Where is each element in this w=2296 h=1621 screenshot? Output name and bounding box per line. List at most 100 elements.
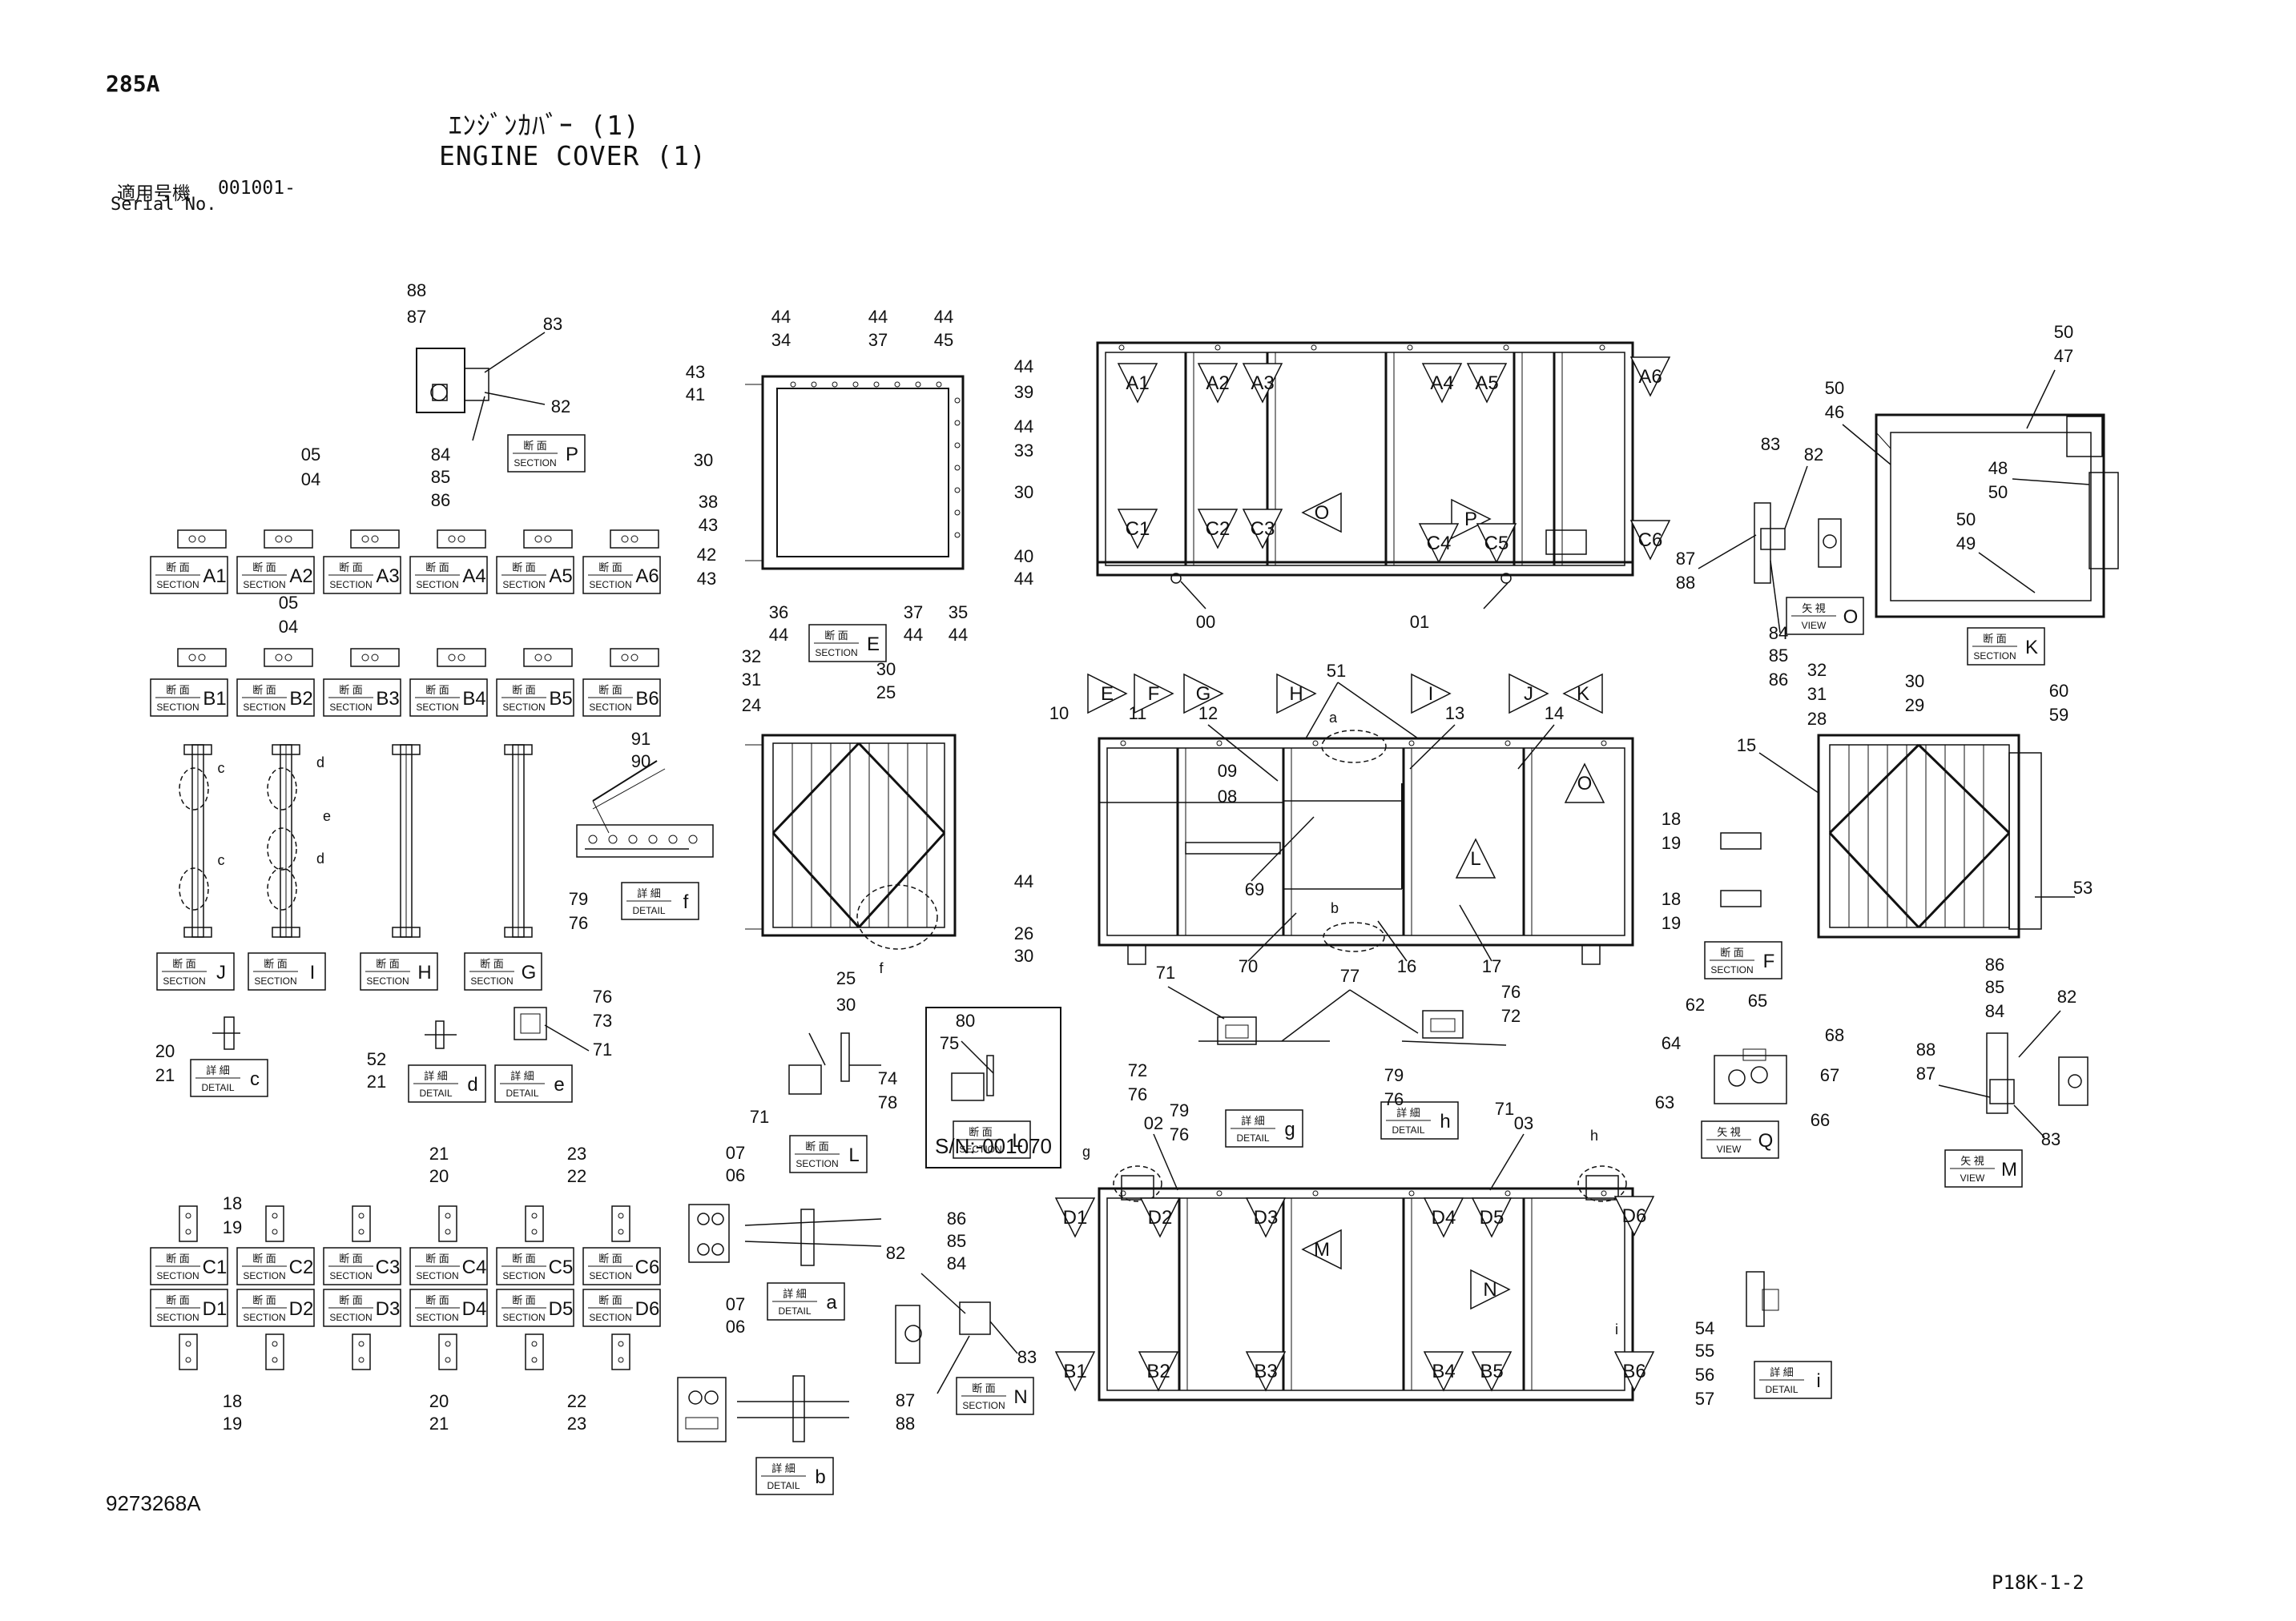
section-tag-kind: DETAIL [632,905,665,916]
part-callout: 70 [1239,956,1258,976]
view-marker-label: E [1101,683,1114,705]
drawing-line [484,392,546,405]
drawing-rect [264,648,313,667]
drawing-circle [358,1357,365,1363]
section-tag-letter: N [1013,1386,1027,1408]
part-callout: 18 [1662,809,1681,829]
view-marker: P [1451,498,1492,540]
drawing-rect [504,744,533,755]
part-callout: 80 [956,1011,975,1031]
drawing-rect [265,1205,284,1242]
part-callout: 71 [1495,1099,1514,1119]
view-marker: D2 [1139,1197,1181,1238]
drawing-circle [915,381,921,388]
drawing-rect [610,529,659,549]
drawing-number: 9273268A [106,1491,201,1515]
section-tag-jp: 断 面 [598,561,622,573]
detail-reference: d [316,754,324,770]
view-marker-arrow [1423,1197,1464,1238]
drawing-circle [445,1229,451,1235]
section-tag-kind: SECTION [502,579,545,590]
drawing-circle [272,1229,278,1235]
section-tag-jp: 断 面 [512,684,536,696]
part-callout: 82 [2057,987,2076,1007]
drawing-line [1842,424,1891,465]
drawing-circle [198,654,206,662]
drawing-circle [531,1341,538,1347]
part-callout: 85 [947,1231,966,1251]
view-marker: A3 [1242,363,1283,404]
view-marker-arrow [1613,1351,1655,1392]
part-callout: 49 [1956,533,1976,553]
drawing-rect [1185,842,1281,855]
drawing-circle [648,835,658,844]
drawing-circle [618,1357,624,1363]
section-tag-letter: A3 [376,565,399,587]
part-callout: 52 [367,1049,386,1069]
drawing-rect [688,1204,730,1263]
part-callout: 88 [407,280,426,300]
part-callout: 15 [1737,735,1756,755]
view-marker-label: I [1428,683,1434,705]
section-tag-kind: SECTION [416,1270,458,1281]
section-tag-jp: 詳 細 [771,1462,796,1474]
section-tag-jp: 断 面 [252,1253,276,1265]
part-callout: 06 [726,1165,745,1185]
section-tag-frame [464,952,542,991]
part-callout: 71 [750,1107,769,1127]
section-tag-jp: 断 面 [523,440,547,452]
drawing-line [771,742,860,835]
view-marker-label: A3 [1251,372,1274,394]
view-marker-label: N [1483,1279,1496,1301]
part-callout: 22 [567,1166,586,1186]
drawing-rect [2066,416,2103,457]
section-tag-letter: e [554,1074,564,1096]
section-tag-jp: 断 面 [339,561,363,573]
view-marker: M [1301,1229,1342,1270]
section-tag-letter: D3 [376,1298,401,1320]
drawing-circle [534,654,542,662]
section-tag-kind: SECTION [329,702,372,713]
section-tag-jp: 断 面 [339,684,363,696]
view-marker-label: D4 [1432,1207,1456,1229]
view-marker-label: O [1315,502,1330,524]
serial-note-layer: S/N:-001070 [935,1134,1052,1158]
section-tag-jp: 断 面 [252,1294,276,1306]
section-tag-letter: Q [1758,1130,1774,1152]
part-callout: 50 [1825,378,1844,398]
drawing-line [937,1335,970,1394]
section-tag-jp: 詳 細 [783,1288,807,1300]
part-callout: 76 [1501,982,1521,1002]
section-tag-kind: SECTION [156,579,199,590]
section-tag-kind: DETAIL [1236,1132,1269,1144]
drawing-rect [392,927,421,938]
detail-reference: a [1329,710,1338,726]
drawing-line [1337,682,1419,739]
drawing-circle [630,535,638,543]
part-callout: 79 [569,889,588,909]
part-callout: 33 [1014,440,1033,461]
drawing-circle [188,654,196,662]
part-callout: 12 [1198,703,1218,723]
view-marker-arrow [1183,673,1224,714]
drawing-circle [618,1213,624,1219]
section-tag-letter: E [867,634,880,655]
part-callout: 51 [1327,661,1346,681]
view-marker: D6 [1613,1196,1655,1237]
drawing-rect [1829,744,2010,928]
view-marker: C3 [1242,509,1283,549]
drawing-rect [685,1417,719,1430]
view-marker-arrow [1509,673,1549,714]
section-tag-letter: A6 [635,565,659,587]
drawing-circle [621,535,629,543]
drawing-circle [445,1213,451,1219]
section-tag-jp: 矢 視 [1960,1155,1984,1167]
